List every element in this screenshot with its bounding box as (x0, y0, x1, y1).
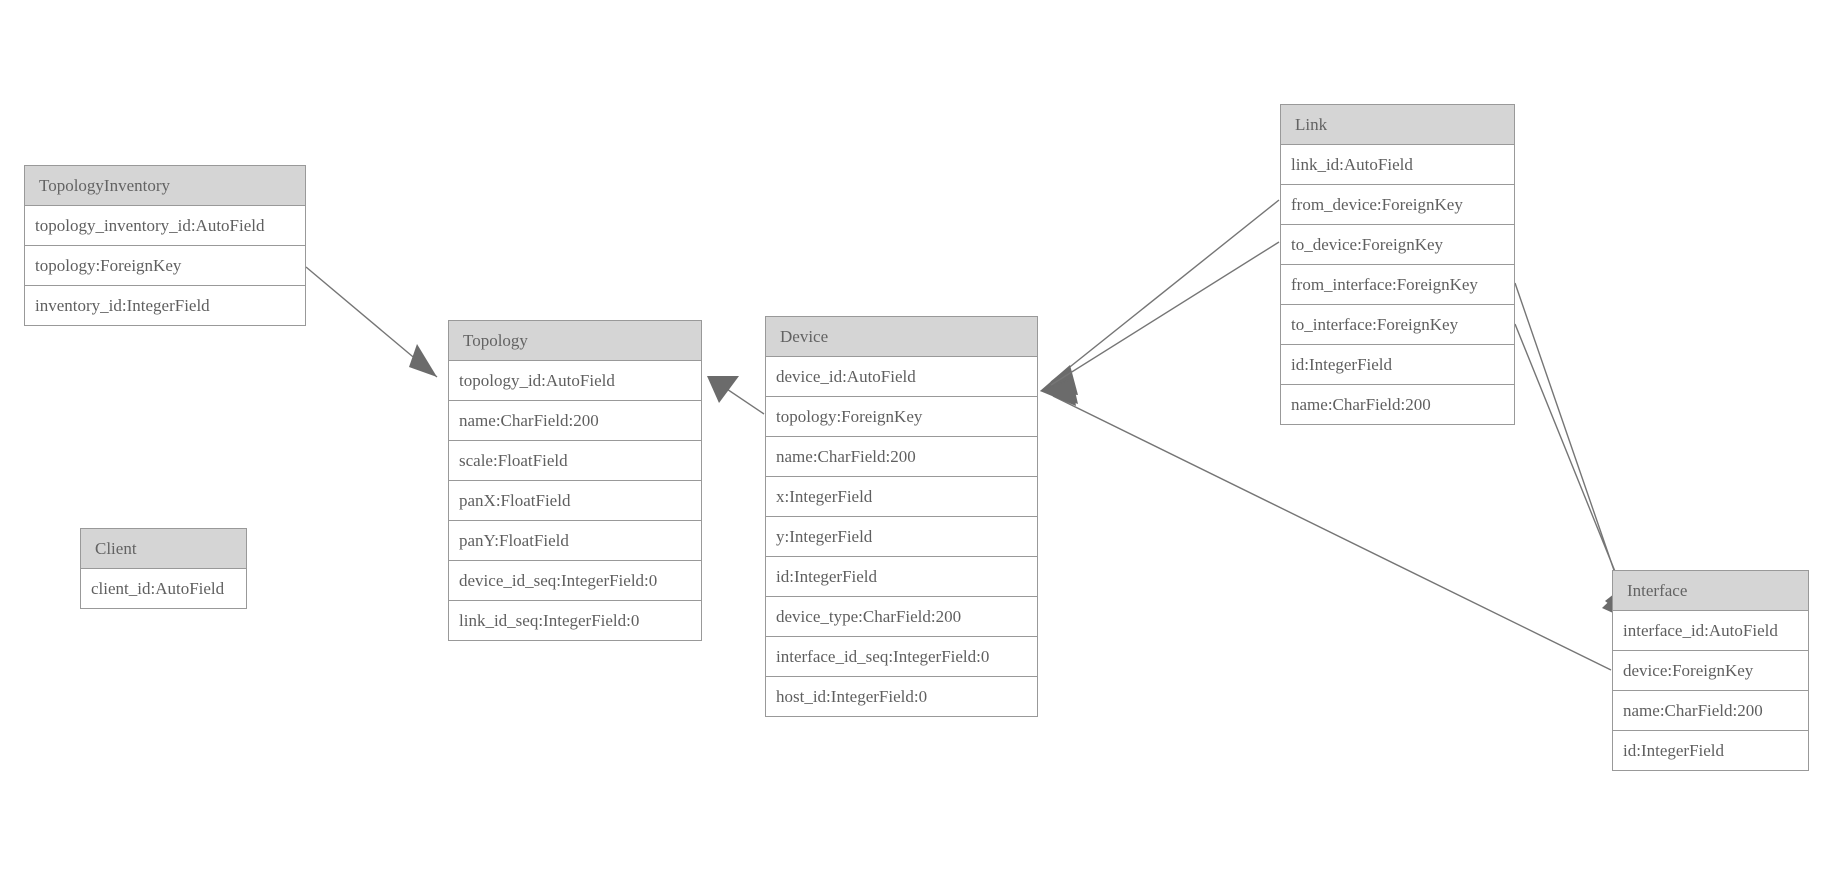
entity-field: to_device:ForeignKey (1281, 225, 1514, 265)
relationship-device-to-topology (707, 376, 765, 415)
entity-title-client: Client (81, 529, 246, 569)
entity-title-link: Link (1281, 105, 1514, 145)
relationship-link-to-device-to-device (1040, 241, 1280, 404)
entity-field: name:CharField:200 (1613, 691, 1808, 731)
entity-field: scale:FloatField (449, 441, 701, 481)
relationship-line (714, 380, 765, 415)
entity-field: name:CharField:200 (449, 401, 701, 441)
entity-title-topology: Topology (449, 321, 701, 361)
entity-field: id:IntegerField (766, 557, 1037, 597)
entity-field: link_id_seq:IntegerField:0 (449, 601, 701, 640)
entity-title-interface: Interface (1613, 571, 1808, 611)
entity-field: client_id:AutoField (81, 569, 246, 608)
relationship-topologyinventory-to-topology (305, 266, 438, 378)
arrowhead-icon (1040, 365, 1078, 395)
entity-field: from_device:ForeignKey (1281, 185, 1514, 225)
relationship-line (305, 266, 438, 378)
entity-field: device:ForeignKey (1613, 651, 1808, 691)
relationship-link-from-device-to-device (1040, 199, 1280, 395)
entity-field: x:IntegerField (766, 477, 1037, 517)
entity-field: link_id:AutoField (1281, 145, 1514, 185)
entity-field: name:CharField:200 (1281, 385, 1514, 424)
entity-field: to_interface:ForeignKey (1281, 305, 1514, 345)
entity-field: name:CharField:200 (766, 437, 1037, 477)
entity-field: device_id:AutoField (766, 357, 1037, 397)
relationship-line (1514, 282, 1628, 609)
entity-field: panY:FloatField (449, 521, 701, 561)
entity-field: device_id_seq:IntegerField:0 (449, 561, 701, 601)
arrowhead-icon (707, 376, 739, 403)
entity-field: topology_id:AutoField (449, 361, 701, 401)
relationship-line (1514, 323, 1632, 612)
entity-title-device: Device (766, 317, 1037, 357)
entity-field: topology_inventory_id:AutoField (25, 206, 305, 246)
entity-field: interface_id:AutoField (1613, 611, 1808, 651)
entity-field: interface_id_seq:IntegerField:0 (766, 637, 1037, 677)
entity-field: topology:ForeignKey (766, 397, 1037, 437)
arrowhead-icon (409, 344, 437, 377)
entity-field: y:IntegerField (766, 517, 1037, 557)
entity-field: inventory_id:IntegerField (25, 286, 305, 325)
arrowhead-icon (1040, 380, 1076, 406)
relationship-line (1052, 395, 1612, 671)
entity-field: host_id:IntegerField:0 (766, 677, 1037, 716)
entity-title-topology_inventory: TopologyInventory (25, 166, 305, 206)
entity-field: device_type:CharField:200 (766, 597, 1037, 637)
entity-field: id:IntegerField (1613, 731, 1808, 770)
relationship-line (1050, 241, 1280, 386)
entity-field: panX:FloatField (449, 481, 701, 521)
entity-field: topology:ForeignKey (25, 246, 305, 286)
arrowhead-icon (1040, 378, 1078, 404)
relationship-line (1050, 199, 1280, 383)
entity-field: from_interface:ForeignKey (1281, 265, 1514, 305)
entity-field: id:IntegerField (1281, 345, 1514, 385)
